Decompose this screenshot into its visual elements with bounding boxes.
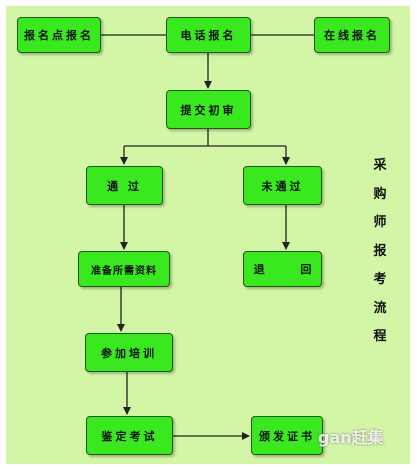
node-phone-register: 电话报名 [166, 17, 251, 53]
node-online-register: 在线报名 [314, 17, 390, 53]
watermark-logo: gan赶集 [318, 428, 384, 447]
node-submit-review: 提交初审 [166, 90, 251, 129]
node-prepare-materials: 准备所需资料 [78, 251, 170, 287]
node-register-point: 报名点报名 [17, 17, 101, 53]
node-passed: 通 过 [86, 166, 163, 205]
node-exam: 鉴定考试 [86, 416, 173, 455]
side-title: 采购师报考流程 [373, 158, 387, 344]
node-certificate: 颁发证书 [251, 416, 323, 455]
node-training: 参加培训 [85, 333, 173, 372]
node-return: 退 回 [243, 251, 322, 287]
node-not-passed: 未通过 [243, 166, 322, 205]
